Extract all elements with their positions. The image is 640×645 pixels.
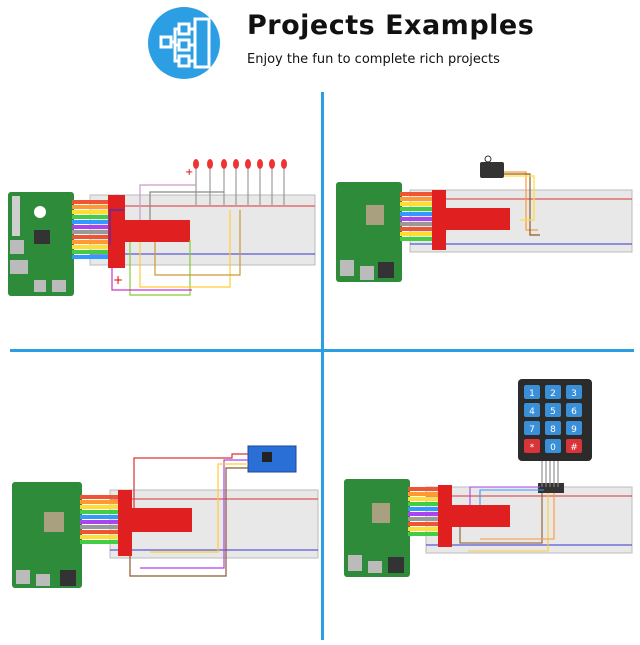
keypad-key <box>545 421 561 435</box>
keypad-key <box>566 385 582 399</box>
keypad-key <box>524 439 540 453</box>
ribbon-cable <box>408 487 440 536</box>
gpio-t-cobbler <box>108 195 190 268</box>
raspberry-pi-board <box>12 482 82 588</box>
ribbon-cable <box>72 200 110 259</box>
project-flow-icon <box>148 7 220 79</box>
sign-label: + <box>185 167 193 178</box>
led-row <box>193 159 287 205</box>
divider-horizontal <box>10 349 634 352</box>
keypad-key <box>566 439 582 453</box>
raspberry-pi-board <box>344 479 410 577</box>
project-keypad-panel: 1 2 3 4 5 6 7 8 9 * 0 # <box>344 379 633 577</box>
header: Projects Examples Enjoy the fun to compl… <box>0 0 640 90</box>
keypad-key-label: 1 <box>529 389 535 399</box>
keypad-key-label: 3 <box>571 389 577 399</box>
keypad-key-label: 2 <box>550 389 556 399</box>
project-led-panel: + + <box>8 159 316 296</box>
gpio-t-cobbler <box>438 485 510 547</box>
keypad-key-label: * <box>530 443 535 453</box>
page-subtitle: Enjoy the fun to complete rich projects <box>247 52 500 67</box>
page-title: Projects Examples <box>247 10 535 41</box>
keypad-key <box>545 385 561 399</box>
keypad-key <box>524 421 540 435</box>
keypad-key-label: 8 <box>550 425 556 435</box>
keypad-key-label: 7 <box>529 425 535 435</box>
keypad-key <box>566 421 582 435</box>
keypad-key-label: 6 <box>571 407 577 417</box>
gpio-t-cobbler <box>432 190 510 250</box>
keypad-key-label: 0 <box>550 443 556 453</box>
ribbon-cable <box>400 192 434 241</box>
keypad-key <box>524 385 540 399</box>
keypad-key <box>545 439 561 453</box>
sign-label: + <box>113 273 123 287</box>
project-servo-panel <box>336 155 633 282</box>
keypad-key-label: 9 <box>571 425 577 435</box>
project-sensor-panel <box>12 445 319 588</box>
gpio-t-cobbler <box>118 490 192 556</box>
keypad-key-label: # <box>570 443 578 453</box>
keypad-key <box>545 403 561 417</box>
keypad-key-label: 4 <box>529 407 535 417</box>
divider-vertical <box>321 92 324 640</box>
ribbon-cable <box>80 495 120 544</box>
keypad-key-label: 5 <box>550 407 556 417</box>
keypad-key <box>524 403 540 417</box>
keypad-key <box>566 403 582 417</box>
servo-motor <box>480 162 504 178</box>
raspberry-pi-board <box>336 182 402 282</box>
